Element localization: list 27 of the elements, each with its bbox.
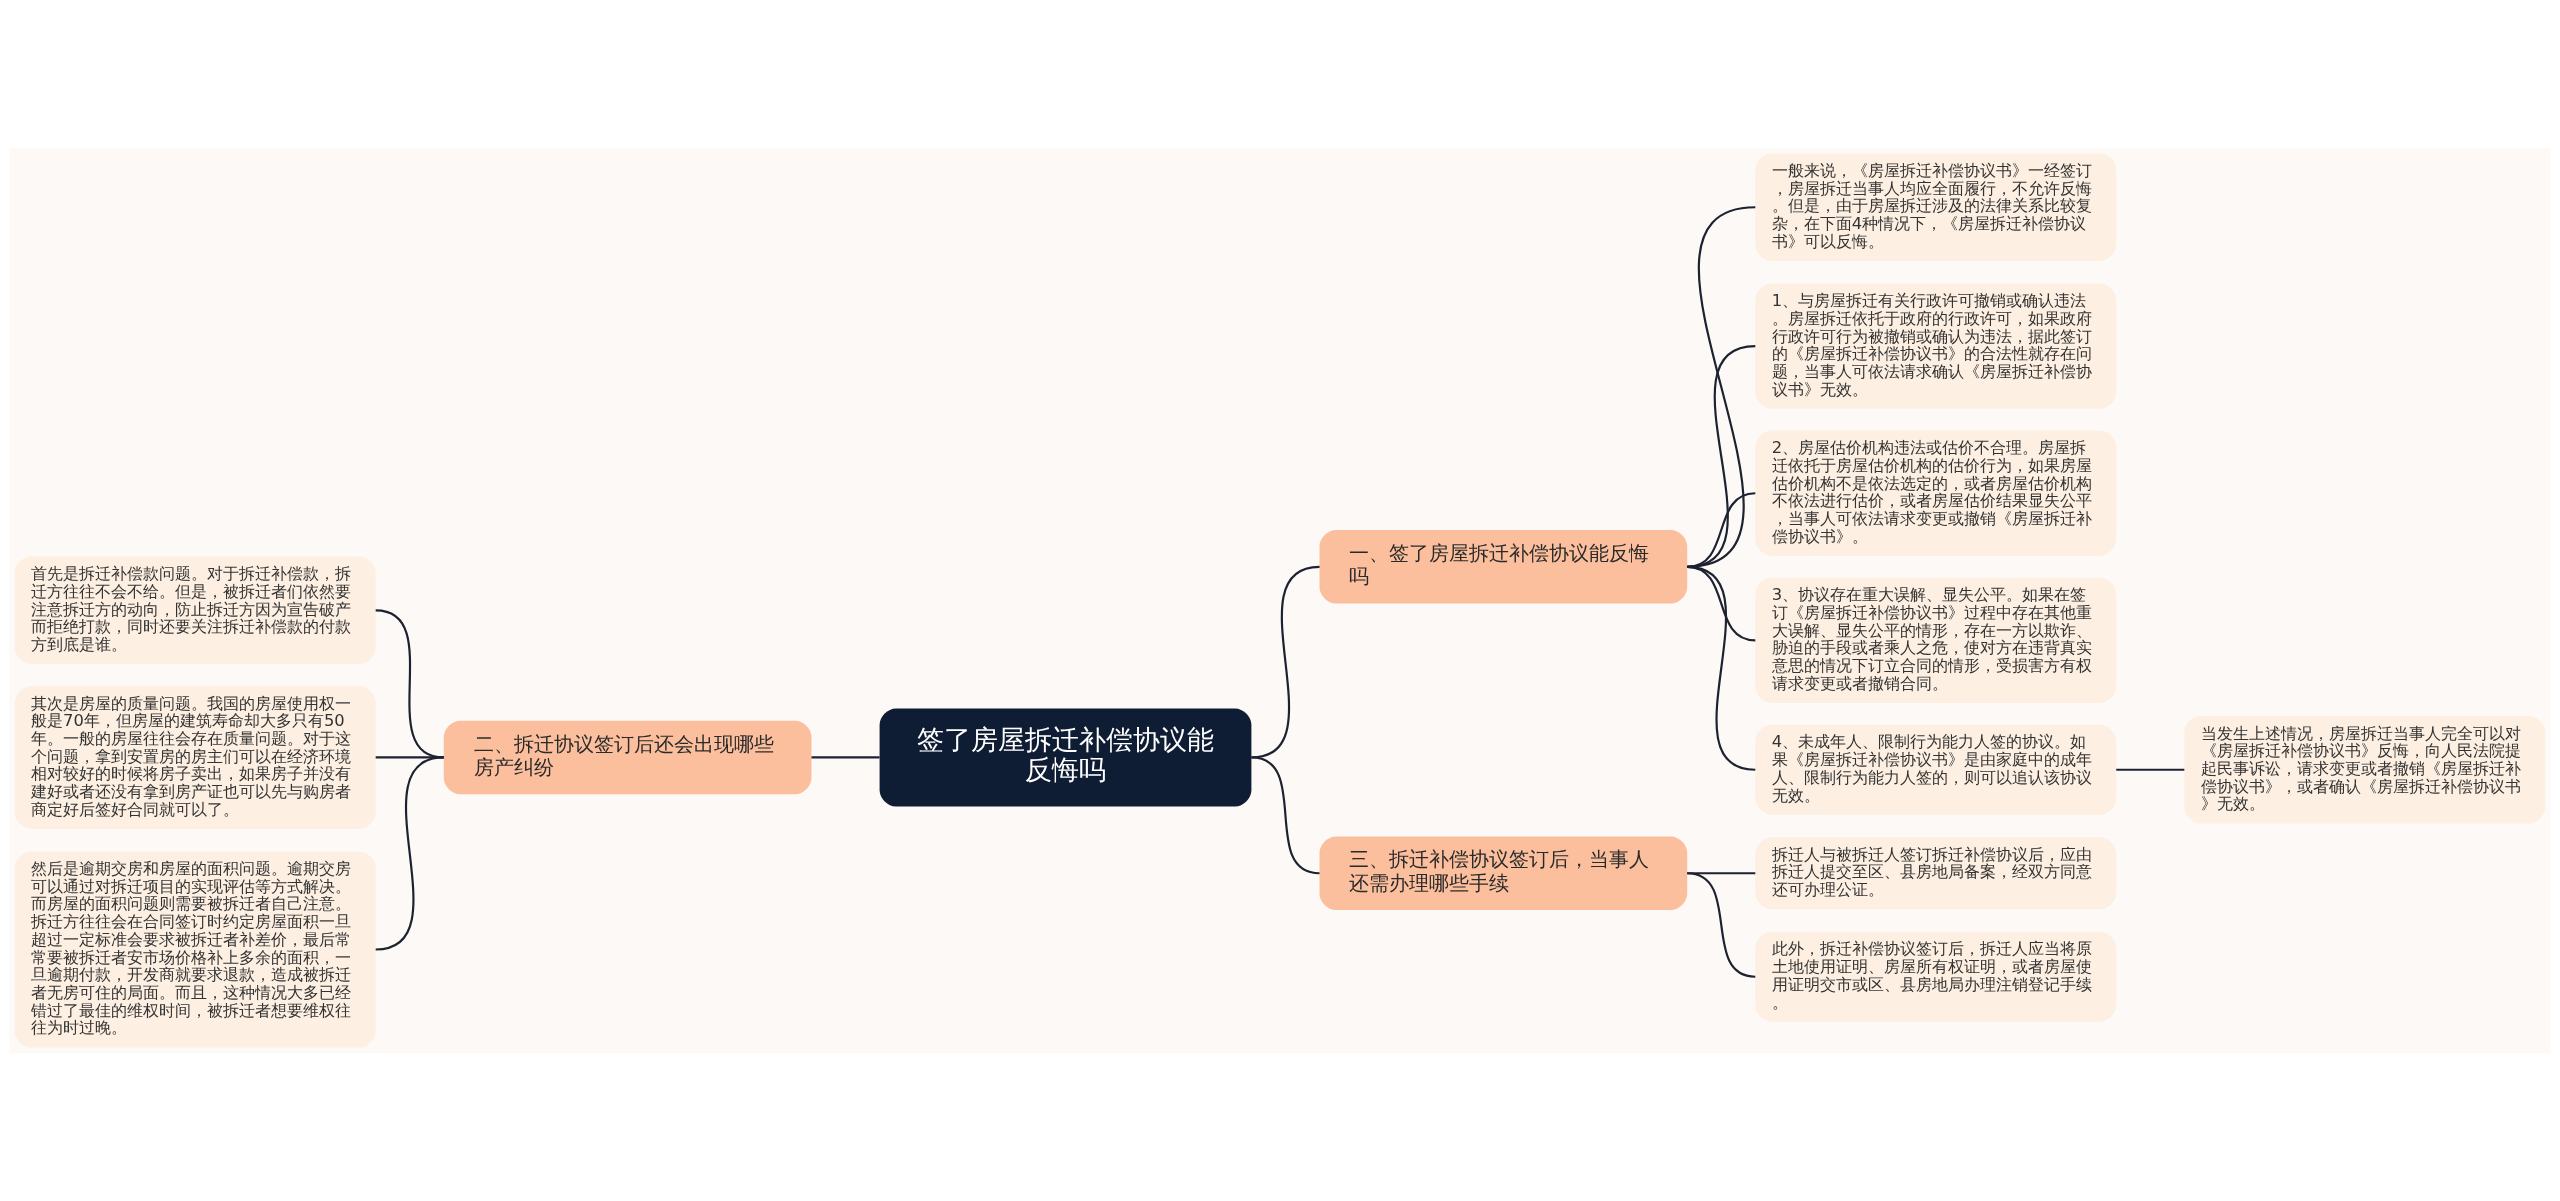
connector	[375, 756, 444, 759]
connector	[375, 756, 444, 951]
connector	[1251, 565, 1320, 759]
connector	[1687, 492, 1756, 568]
connector	[1687, 872, 1756, 978]
node-box: 签了房屋拆迁补偿协议能反悔吗	[879, 708, 1252, 807]
node-box: 一、签了房屋拆迁补偿协议能反悔吗	[1319, 530, 1688, 604]
connector	[1251, 756, 1320, 875]
node-box: 当发生上述情况，房屋拆迁当事人完全可以对《房屋拆迁补偿协议书》反悔，向人民法院提起民事诉讼，请求变更或者撤销《房屋拆迁补偿协议书》，或者确认《房屋拆迁补偿协议书》无效。	[2184, 715, 2546, 824]
node-box: 1、与房屋拆迁有关行政许可撤销或确认违法。房屋拆迁依托于政府的行政许可，如果政府行政许可行为被撤销或确认为违法，据此签订的《房屋拆迁补偿协议书》的合法性就存在问题，当事人可依法请求确认《房屋拆迁补偿协议书》无效。	[1755, 283, 2117, 409]
node-box: 二、拆迁协议签订后还会出现哪些房产纠纷	[443, 720, 812, 795]
node-box: 一般来说，《房屋拆迁补偿协议书》一经签订，房屋拆迁当事人均应全面履行，不允许反悔。但是，由于房屋拆迁涉及的法律关系比较复杂，在下面4种情况下，《房屋拆迁补偿协议书》可以反悔。	[1755, 153, 2117, 262]
node-box: 拆迁人与被拆迁人签订拆迁补偿协议后，应由拆迁人提交至区、县房地局备案，经双方同意还可办理公证。	[1755, 837, 2117, 910]
node-box: 2、房屋估价机构违法或估价不合理。房屋拆迁依托于房屋估价机构的估价行为，如果房屋估价机构不是依法选定的，或者房屋估价机构不依法进行估价，或者房屋估价结果显失公平，当事人可依法请求变更或撤销《房屋拆迁补偿协议书》。	[1755, 430, 2117, 556]
node-box: 3、协议存在重大误解、显失公平。如果在签订《房屋拆迁补偿协议书》过程中存在其他重大误解、显失公平的情形，存在一方以欺诈、胁迫的手段或者乘人之危，使对方在违背真实意思的情况下订立合同的情形，受损害方有权请求变更或者撤销合同。	[1755, 577, 2117, 703]
node-box: 4、未成年人、限制行为能力人签的协议。如果《房屋拆迁补偿协议书》是由家庭中的成年人、限制行为能力人签的，则可以追认该协议无效。	[1755, 724, 2117, 815]
node-box: 此外，拆迁补偿协议签订后，拆迁人应当将原土地使用证明、房屋所有权证明，或者房屋使用证明交市或区、县房地局办理注销登记手续。	[1755, 931, 2117, 1022]
node-box: 三、拆迁补偿协议签订后，当事人还需办理哪些手续	[1319, 836, 1688, 910]
connector	[375, 609, 444, 759]
connector	[2116, 768, 2185, 771]
connector	[811, 756, 880, 759]
connector	[1687, 206, 1756, 568]
connector	[1687, 345, 1756, 568]
connector	[1687, 565, 1756, 771]
node-box: 其次是房屋的质量问题。我国的房屋使用权一般是70年，但房屋的建筑寿命却大多只有50年。一般的房屋往往会存在质量问题。对于这个问题，拿到安置房的房主们可以在经济环境相对较好的时候将房子卖出，如果房子并没有建好或者还没有拿到房产证也可以先与购房者商定好后签好合同就可以了。	[14, 685, 376, 829]
node-box: 首先是拆迁补偿款问题。对于拆迁补偿款，拆迁方往往不会不给。但是，被拆迁者们依然要注意拆迁方的动向，防止拆迁方因为宣告破产而拒绝打款，同时还要关注拆迁补偿款的付款方到底是谁。	[14, 556, 376, 665]
node-box: 然后是逾期交房和房屋的面积问题。逾期交房可以通过对拆迁项目的实现评估等方式解决。而房屋的面积问题则需要被拆迁者自己注意。拆迁方往往会在合同签订时约定房屋面积一旦超过一定标准会要求被拆迁者补差价，最后常常要被拆迁者安市场价格补上多余的面积，一旦逾期付款，开发商就要求退款，造成被拆迁者无房可住的局面。而且，这种情况大多已经错过了最佳的维权时间，被拆迁者想要维权往往为时过晚。	[14, 851, 376, 1048]
